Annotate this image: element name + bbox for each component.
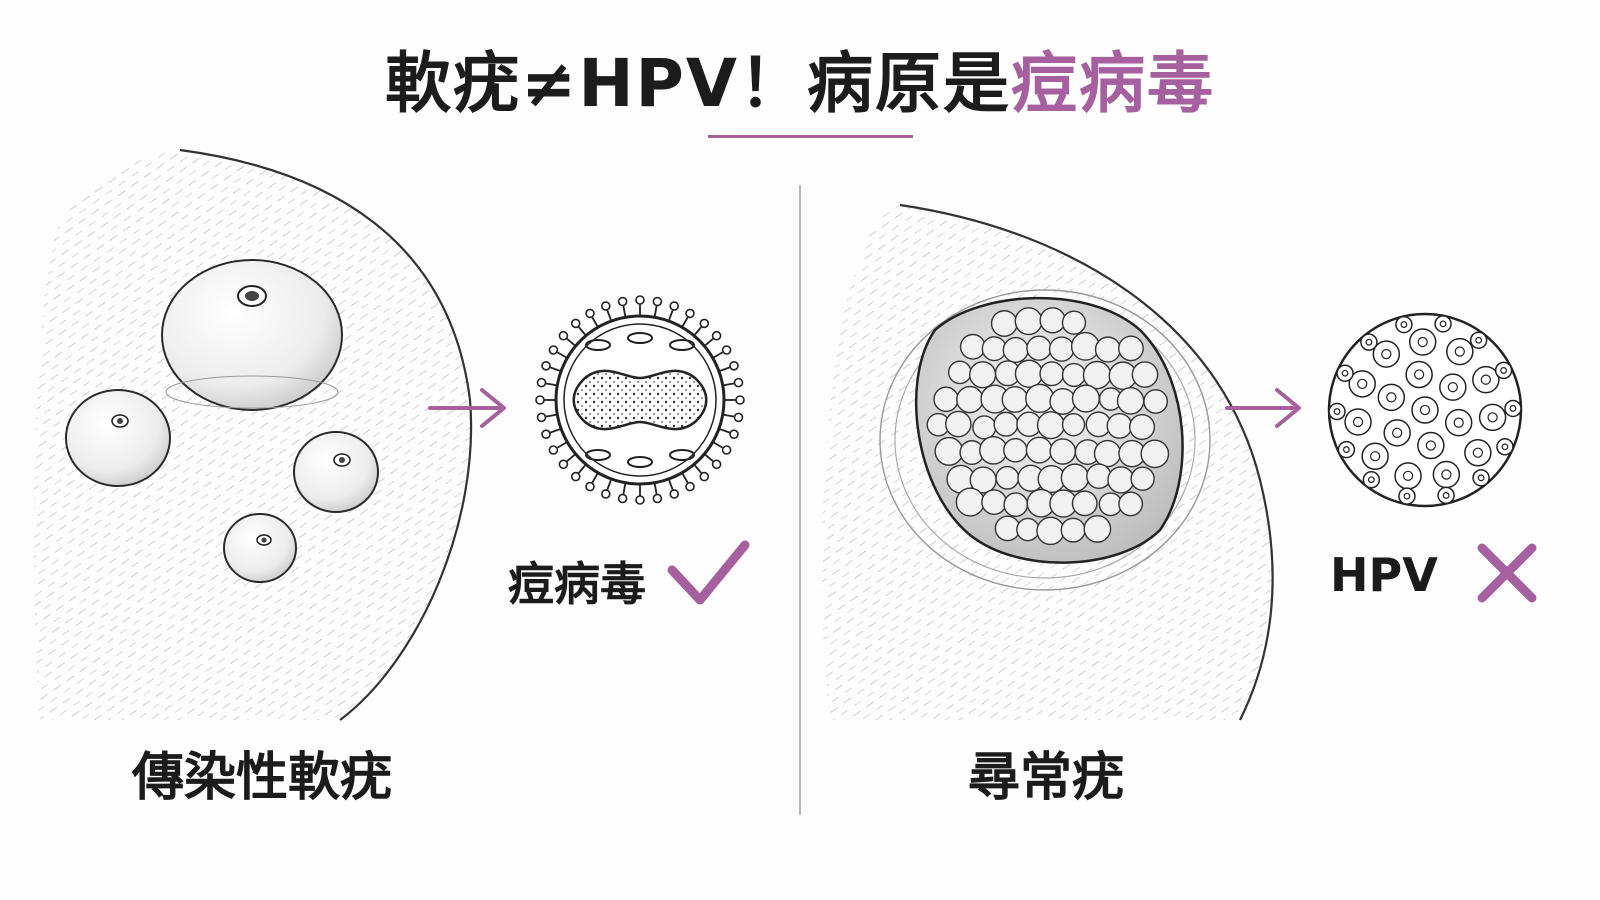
hpv-virus-icon — [1327, 312, 1523, 508]
title-highlight: 痘病毒 — [1011, 45, 1215, 122]
pathogen-label-hpv: HPV — [1330, 548, 1438, 602]
title-part-molluscum: 軟疣 — [385, 45, 521, 122]
check-icon — [667, 540, 750, 605]
molluscum-papule-left — [65, 389, 171, 487]
arrow-right-icon — [1225, 388, 1301, 428]
disease-label-molluscum: 傳染性軟疣 — [132, 748, 393, 808]
molluscum-papule-large — [161, 259, 343, 411]
wart-skin-illustration — [822, 203, 1274, 721]
skin-edge-left — [179, 148, 473, 721]
molluscum-skin-illustration — [34, 148, 473, 721]
poxvirus-icon — [535, 295, 745, 505]
skin-surface-left — [34, 150, 472, 720]
pathogen-label-poxvirus: 痘病毒 — [508, 557, 646, 611]
panel-divider — [799, 185, 801, 815]
common-wart — [914, 296, 1184, 564]
title-part-hpv: HPV！病原是 — [578, 45, 1011, 122]
arrow-right-icon — [428, 388, 506, 428]
cross-icon — [1477, 543, 1537, 603]
skin-edge-right — [899, 203, 1274, 721]
page-title: 軟疣≠HPV！病原是痘病毒 — [0, 30, 1600, 126]
disease-label-common-wart: 尋常疣 — [968, 748, 1125, 808]
molluscum-papule-small — [223, 513, 297, 583]
not-equal-sign: ≠ — [521, 45, 579, 122]
title-underline — [708, 135, 913, 138]
molluscum-papule-right — [293, 431, 379, 513]
